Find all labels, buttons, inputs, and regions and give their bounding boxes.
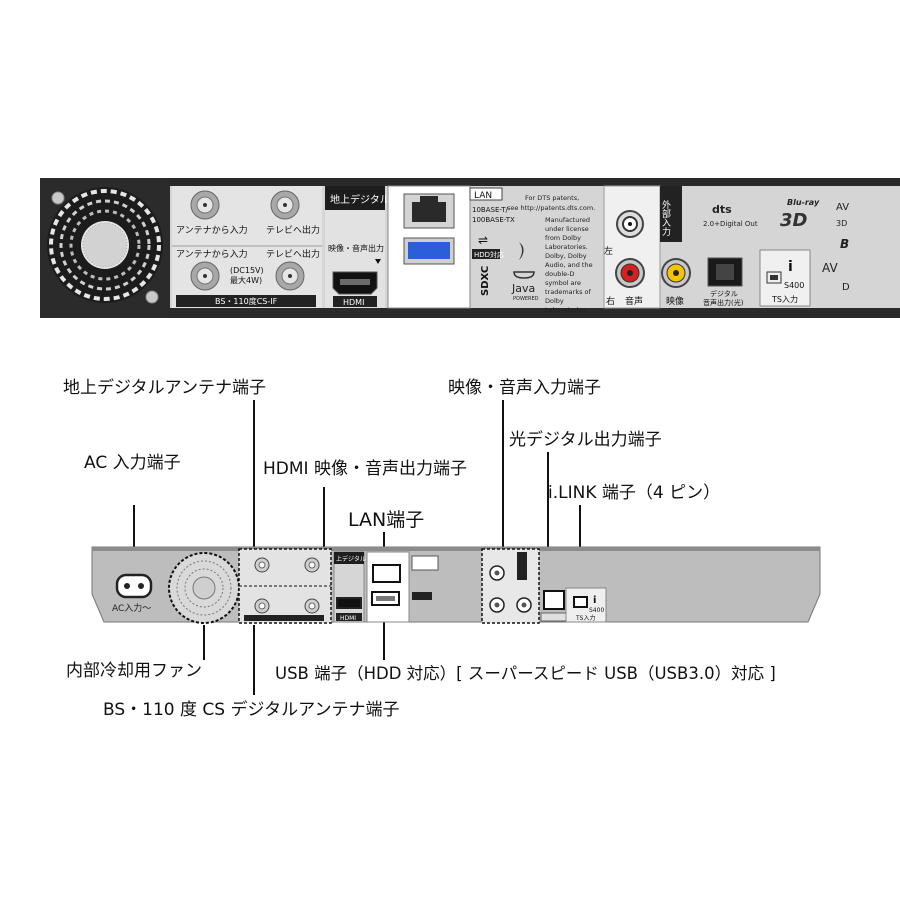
terrestrial-antenna-out-port (270, 190, 300, 220)
edge-logo-5: D (842, 282, 850, 293)
svg-text:under license: under license (545, 225, 589, 233)
fan-mini (168, 552, 240, 624)
dc-label-2: 最大4W) (230, 275, 262, 285)
svg-text:Dolby: Dolby (545, 297, 564, 305)
svg-text:symbol are: symbol are (545, 279, 581, 287)
optical-label-2: 音声出力(光) (703, 298, 744, 307)
license-notice: For DTS patents, see http://patents.dts.… (507, 194, 595, 314)
ilink-mini-speed: S400 (589, 607, 604, 614)
svg-text:from Dolby: from Dolby (545, 234, 581, 242)
ilink-mini-icon: i (593, 595, 596, 606)
terrestrial-antenna-in-port (190, 190, 220, 220)
edge-logo-2: 3D (836, 219, 847, 228)
edge-logo-1: AV (836, 202, 849, 213)
lan-spec-2: 100BASE-TX (472, 216, 515, 224)
svg-text:Laboratories.: Laboratories. (545, 306, 588, 314)
ilink-speed-label: S400 (784, 281, 804, 290)
lan-port (403, 193, 455, 229)
usb-port (403, 237, 455, 265)
av-output-label: 映像・音声出力 (328, 243, 384, 253)
rear-panel-photo: アンテナから入力 テレビへ出力 アンテナから入力 テレビへ出力 (DC15V) … (40, 178, 900, 318)
bscs-antenna-out-port (275, 261, 305, 291)
lan-spec-1: 10BASE-T/ (472, 206, 509, 214)
video-jack (661, 258, 691, 288)
terrestrial-in-label: アンテナから入力 (176, 224, 248, 236)
bscs-out-label: テレビへ出力 (266, 248, 320, 260)
svg-text:Java: Java (511, 282, 535, 295)
hdmi-mini-label: HDMI (340, 615, 356, 622)
external-input-label: 外部入力 (660, 199, 671, 237)
bscs-in-label: アンテナから入力 (176, 248, 248, 260)
lan-mini-port (372, 564, 401, 583)
left-label: 左 (604, 245, 613, 257)
bluray-3d-logo: 3D (780, 210, 808, 231)
optical-label-1: デジタル (710, 289, 738, 298)
label-bscs-antenna: BS・110 度 CS デジタルアンテナ端子 (103, 699, 399, 720)
dts-logo: dts (712, 203, 732, 216)
usb-symbol-icon: ⇌ (478, 233, 488, 247)
label-ilink: i.LINK 端子（4 ピン） (548, 483, 720, 503)
edge-logo-4: AV (822, 261, 838, 275)
hdmi-port (332, 259, 381, 295)
ac-inlet (115, 573, 153, 599)
label-usb: USB 端子（HDD 対応）[ スーパースピード USB（USB3.0）対応 ] (275, 664, 776, 683)
svg-text:Laboratories.: Laboratories. (545, 243, 588, 251)
dc-label-1: (DC15V) (230, 266, 264, 275)
label-lan: LAN端子 (348, 509, 424, 531)
bscs-section-label: BS・110度CS-IF (215, 296, 278, 306)
ac-mini-label: AC入力～ (112, 602, 151, 614)
av-input-box (481, 548, 540, 624)
java-logo: Java POWERED (511, 242, 539, 302)
svg-text:Manufactured: Manufactured (545, 216, 590, 224)
ts-mini-label: TS入力 (575, 614, 595, 622)
dts-sub: 2.0+Digital Out (703, 220, 758, 228)
audio-label: 音声 (625, 295, 643, 307)
svg-text:POWERED: POWERED (513, 296, 539, 302)
svg-text:Dolby, Dolby: Dolby, Dolby (545, 252, 587, 260)
audio-right-jack (615, 258, 645, 288)
bscs-antenna-in-port (190, 261, 220, 291)
svg-text:see http://patents.dts.com.: see http://patents.dts.com. (507, 204, 595, 212)
hdmi-mini-port (336, 597, 362, 609)
svg-text:trademarks of: trademarks of (545, 288, 592, 296)
label-terrestrial-antenna: 地上デジタルアンテナ端子 (63, 377, 266, 398)
ilink-mini-port (573, 596, 588, 608)
terrestrial-section-label: 地上デジタル (330, 193, 390, 206)
ts-input-label: TS入力 (771, 294, 798, 304)
lan-label: LAN (474, 191, 492, 201)
ilink-icon: i (788, 259, 793, 275)
label-av-input: 映像・音声入力端子 (448, 378, 601, 398)
optical-output-port (707, 257, 743, 287)
svg-text:Audio, and the: Audio, and the (545, 261, 593, 269)
label-ac-input: AC 入力端子 (84, 453, 181, 473)
edge-logo-3: B (840, 237, 849, 251)
right-label: 右 (606, 295, 615, 307)
video-label: 映像 (666, 295, 684, 307)
ilink-port (766, 271, 782, 284)
terrestrial-out-label: テレビへ出力 (266, 224, 320, 236)
sdxc-logo: SDXC (480, 266, 491, 296)
hdd-label: HDD対応 (474, 250, 504, 259)
label-hdmi: HDMI 映像・音声出力端子 (263, 459, 467, 479)
svg-text:For DTS patents,: For DTS patents, (525, 194, 579, 202)
terrestrial-mini-label: 上デジタル (336, 555, 366, 563)
hdmi-label: HDMI (343, 298, 364, 307)
label-fan: 内部冷却用ファン (66, 661, 202, 681)
svg-text:double-D: double-D (545, 270, 575, 278)
label-optical-output: 光デジタル出力端子 (509, 429, 662, 450)
annotated-diagram: 地上デジタルアンテナ端子 映像・音声入力端子 光デジタル出力端子 AC 入力端子… (63, 377, 821, 720)
bluray-logo: Blu-ray (787, 198, 820, 207)
optical-mini-port (543, 590, 565, 610)
cooling-fan-grille (47, 187, 163, 304)
audio-left-jack (616, 210, 644, 238)
